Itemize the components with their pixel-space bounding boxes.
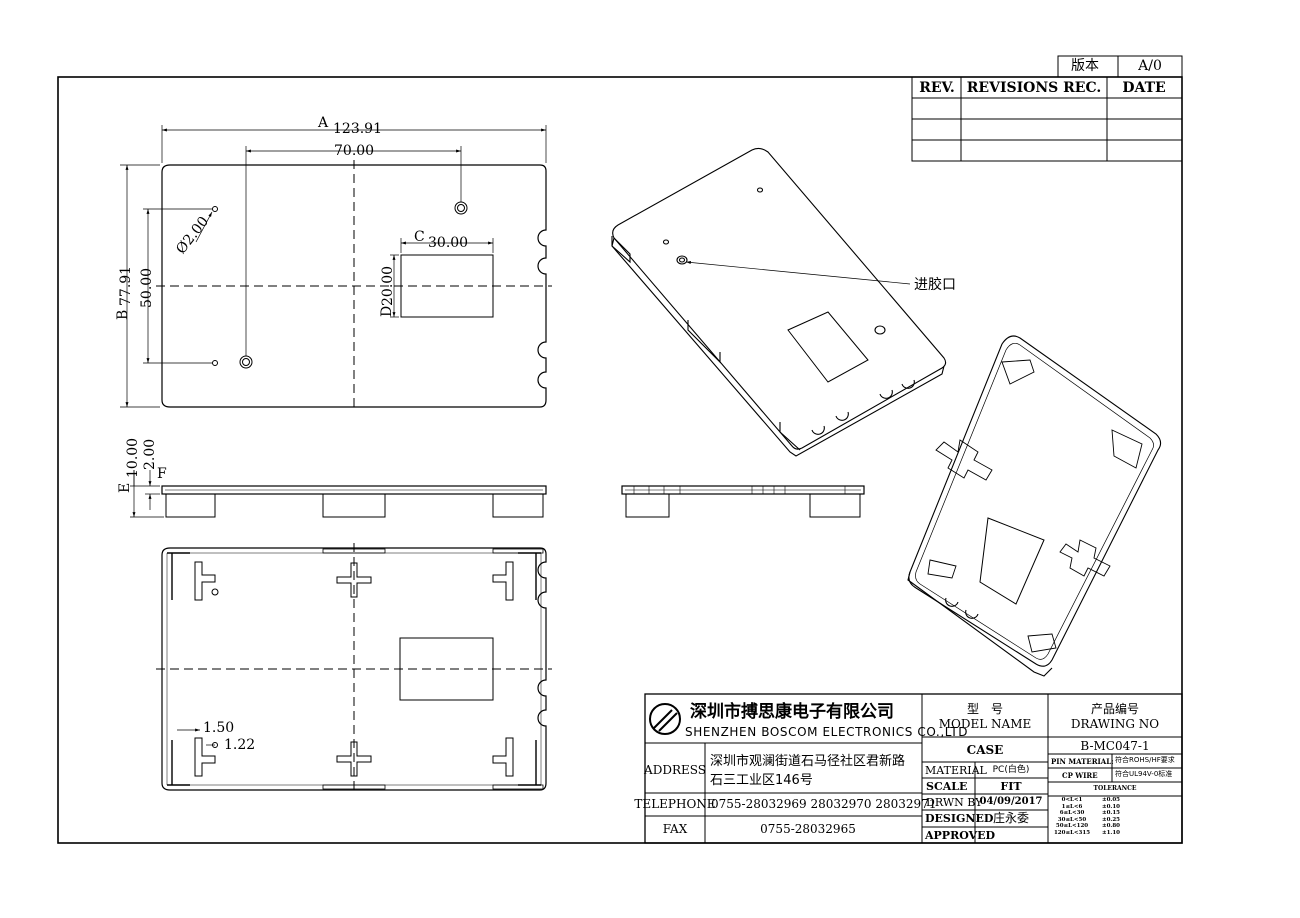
tolerance-range: 6≤L<30 — [1059, 810, 1085, 817]
company-name-cn: 深圳市搏思康电子有限公司 — [690, 702, 894, 722]
iso-view-top — [611, 147, 947, 457]
drawing-no-label-cn: 产品编号 — [1090, 702, 1140, 716]
rev-header: REV. — [919, 80, 955, 96]
bottom-view — [156, 543, 552, 795]
dim-marker-f: F — [157, 466, 167, 482]
tolerance-value: ±0.10 — [1102, 803, 1121, 810]
date-header: DATE — [1122, 80, 1166, 96]
dim-height-label: 77.91 — [118, 265, 134, 306]
designed-label: DESIGNED — [925, 812, 994, 825]
dim-marker-d: D — [379, 305, 395, 317]
dim-marker-b: B — [115, 309, 131, 320]
designed-value: 庄永委 — [992, 811, 1030, 825]
dim-marker-a: A — [318, 115, 329, 131]
pin-material-label: PIN MATERIAL: — [1051, 757, 1114, 766]
address-line-2: 石三工业区146号 — [710, 773, 813, 788]
tolerance-value: ±0.25 — [1102, 816, 1121, 823]
dim-thickness-label: 10.00 — [125, 437, 141, 478]
dim-plate-label: 2.00 — [142, 438, 158, 470]
window-opening — [399, 637, 494, 701]
version-label: 版本 — [1071, 58, 1099, 74]
dim-rib-b-label: 1.22 — [224, 737, 256, 753]
fax-value: 0755-28032965 — [760, 822, 856, 836]
address-label: ADDRESS — [644, 763, 706, 777]
dim-marker-e: E — [117, 482, 133, 493]
model-label-cn: 型 号 — [966, 702, 1004, 716]
tolerance-range: 50≤L<120 — [1055, 823, 1089, 830]
sheet-border — [57, 76, 1183, 844]
mount-hole — [454, 201, 468, 215]
dim-hole-vspacing-label: 50.00 — [139, 267, 155, 308]
version-value: A/0 — [1138, 58, 1162, 74]
dim-window-width-label: 30.00 — [428, 235, 469, 251]
tolerance-range: 0<L<1 — [1061, 797, 1083, 803]
dim-hole-spacing-label: 70.00 — [334, 143, 375, 159]
pin-hole — [212, 360, 218, 366]
top-view — [120, 125, 552, 412]
revisions-header: REVISIONS REC. — [966, 80, 1102, 96]
iso-view-bottom — [907, 335, 1162, 677]
drawing-no-value: B-MC047-1 — [1080, 739, 1150, 753]
tolerance-label: TOLERANCE — [1093, 785, 1137, 792]
model-label-en: MODEL NAME — [938, 717, 1032, 731]
address-line-1: 深圳市观澜街道石马径社区君新路 — [710, 754, 906, 769]
tolerance-value: ±0.80 — [1102, 823, 1121, 830]
company-name-en: SHENZHEN BOSCOM ELECTRONICS CO.,LTD — [685, 725, 969, 739]
revision-table — [911, 76, 1183, 162]
material-label: MATERIAL — [925, 764, 987, 777]
drawn-value: 04/09/2017 — [979, 796, 1043, 807]
scale-value: FIT — [1000, 780, 1022, 793]
side-view-side — [621, 485, 865, 518]
pin-hole — [212, 206, 218, 212]
cp-wire-value: 符合UL94V-0标准 — [1115, 770, 1173, 778]
mount-hole — [239, 355, 253, 369]
drawn-label: DRWN BY — [926, 796, 983, 809]
tolerance-range: 30≤L<50 — [1057, 816, 1087, 823]
approved-label: APPROVED — [925, 829, 996, 842]
dim-rib-a-label: 1.50 — [203, 720, 235, 736]
window-opening — [400, 254, 494, 318]
dim-window-height-label: 20.00 — [380, 265, 396, 306]
tolerance-value: ±0.15 — [1102, 810, 1121, 817]
telephone-label: TELEPHONE — [634, 797, 716, 811]
pin-material-value: 符合ROHS/HF要求 — [1115, 756, 1175, 764]
tolerance-value: ±0.05 — [1102, 797, 1121, 803]
model-value: CASE — [966, 743, 1004, 757]
gate-callout: 进胶口 — [914, 277, 956, 293]
pin-hole — [211, 588, 219, 596]
side-view-front — [130, 470, 547, 518]
company-logo — [649, 703, 681, 735]
tolerance-value: ±1.10 — [1102, 830, 1121, 836]
fax-label: FAX — [662, 822, 688, 836]
telephone-value: 0755-28032969 28032970 28032971 — [711, 797, 937, 811]
dim-marker-c: C — [414, 229, 425, 245]
tolerance-range: 1≤L<6 — [1061, 803, 1083, 810]
scale-label: SCALE — [926, 780, 968, 793]
drawing-no-label-en: DRAWING NO — [1070, 717, 1160, 731]
title-block — [644, 693, 1183, 844]
tolerance-range: 120≤L<315 — [1053, 830, 1091, 836]
dim-width-label: 123.91 — [333, 121, 382, 137]
cp-wire-label: CP WIRE — [1062, 771, 1098, 780]
material-value: PC(白色) — [992, 765, 1030, 775]
